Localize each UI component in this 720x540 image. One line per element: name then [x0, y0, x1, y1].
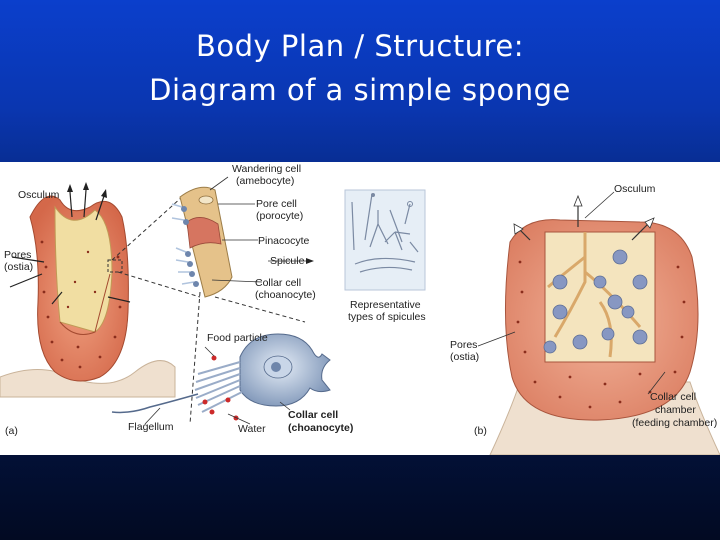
- label-collar-chamber-sub2: (feeding chamber): [632, 417, 718, 429]
- zoom-lines: [111, 196, 306, 425]
- label-food-particle: Food particle: [207, 332, 268, 344]
- label-collar-cell-bold-sub: (choanocyte): [288, 422, 354, 434]
- label-pores-sub-a: (ostia): [4, 261, 34, 273]
- label-flagellum: Flagellum: [128, 421, 174, 433]
- label-collar-cell-a: Collar cell: [255, 277, 302, 289]
- label-pores-a: Pores: [4, 249, 32, 261]
- flagellum-line: [111, 393, 199, 414]
- sponge-diagram-panel: Osculum Pores (ostia) Wandering cell (am…: [0, 162, 720, 455]
- collar-microvilli: [194, 361, 243, 413]
- label-pinacocyte: Pinacocyte: [258, 235, 310, 247]
- cutaway-b: [544, 231, 656, 363]
- label-collar-chamber-sub: chamber: [655, 404, 696, 416]
- callout-lines-a: [209, 176, 306, 283]
- water-flow-arrows-a: [9, 189, 131, 305]
- label-collar-chamber: Collar cell: [650, 391, 697, 403]
- label-representative-sub: types of spicules: [348, 311, 426, 323]
- label-wandering-cell-sub: (amebocyte): [236, 175, 295, 187]
- label-osculum-a: Osculum: [18, 189, 60, 201]
- panel-label-a: (a): [5, 425, 18, 437]
- spongocoel-a: [54, 205, 113, 333]
- label-representative: Representative: [350, 299, 421, 311]
- label-collar-cell-sub-a: (choanocyte): [255, 289, 316, 301]
- label-pores-sub-b: (ostia): [450, 351, 480, 363]
- callout-lines-b: [477, 191, 666, 395]
- label-pores-b: Pores: [450, 339, 478, 351]
- sponge-illustration: [0, 176, 720, 455]
- pores-dots-a: [40, 240, 122, 369]
- spicules-box: [344, 189, 426, 291]
- title-line-1: Body Plan / Structure:: [195, 29, 524, 63]
- label-pore-cell-sub: (porocyte): [256, 210, 304, 222]
- collar-chambers-b: [543, 249, 648, 354]
- label-osculum-b: Osculum: [614, 183, 656, 195]
- water-flow-arrows-b: [519, 204, 649, 241]
- label-pore-cell: Pore cell: [256, 198, 297, 210]
- title-line-2: Diagram of a simple sponge: [149, 73, 571, 107]
- ground-a: [0, 360, 176, 398]
- label-wandering-cell: Wandering cell: [232, 163, 302, 175]
- pores-dots-b: [516, 260, 686, 409]
- label-spicule: Spicule: [270, 255, 305, 267]
- label-water: Water: [238, 423, 266, 435]
- callout-lines-cell: [144, 346, 291, 425]
- spicule-shapes: [351, 193, 419, 273]
- slide-title: Body Plan / Structure: Diagram of a simp…: [0, 24, 720, 112]
- label-collar-cell-bold: Collar cell: [288, 409, 339, 421]
- panel-label-b: (b): [474, 425, 487, 437]
